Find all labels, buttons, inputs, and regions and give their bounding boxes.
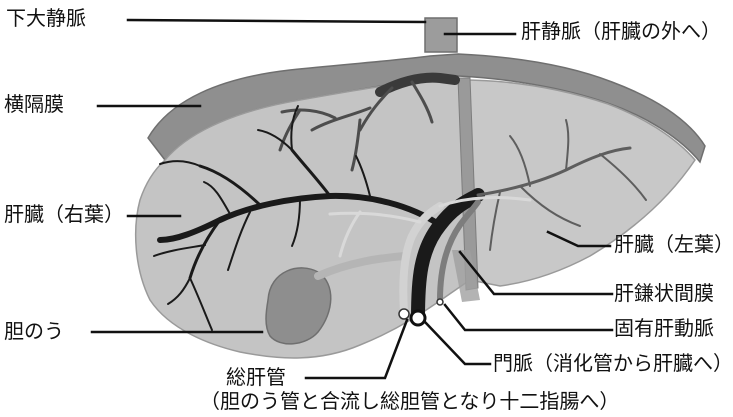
leader-portal <box>425 322 490 364</box>
portal-end <box>411 311 425 325</box>
duct-end <box>399 309 409 319</box>
leader-artery <box>445 305 612 330</box>
label-hepatic-artery: 固有肝動脈 <box>614 317 714 340</box>
label-gallbladder: 胆のう <box>4 320 64 343</box>
label-liver-right: 肝臓（右葉） <box>4 203 124 226</box>
leader-ivc <box>128 20 425 22</box>
label-common-hepatic-duct: 総肝管 <box>226 366 286 389</box>
label-liver-left: 肝臓（左葉） <box>614 233 733 256</box>
label-portal-vein: 門脈（消化管から肝臓へ） <box>493 352 733 375</box>
label-common-hepatic-duct-note: （胆のう管と合流し総胆管となり十二指腸へ） <box>200 390 619 413</box>
label-ivc: 下大静脈 <box>6 7 86 30</box>
label-hepatic-vein: 肝静脈（肝臓の外へ） <box>521 20 721 43</box>
label-diaphragm: 横隔膜 <box>4 93 64 116</box>
label-falciform: 肝鎌状間膜 <box>614 282 714 305</box>
artery-end <box>437 299 443 305</box>
